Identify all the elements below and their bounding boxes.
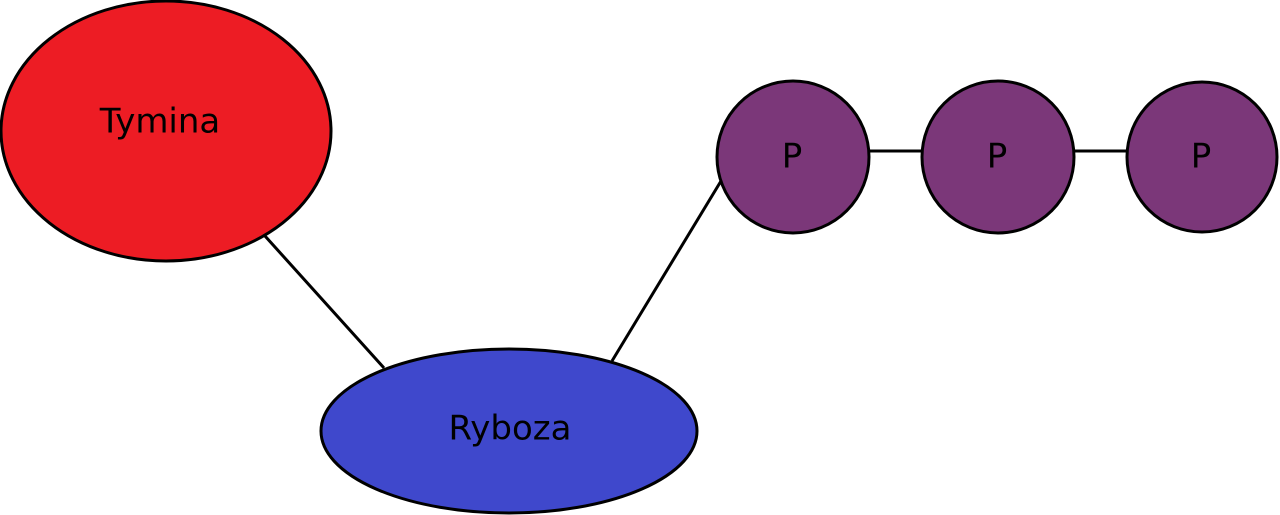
phosphate-node-1 <box>715 79 871 235</box>
phosphate-node-3 <box>1125 80 1279 234</box>
phosphate-label-1: P <box>782 137 803 177</box>
thymine-label: Tymina <box>99 102 221 142</box>
phosphate-node-2 <box>920 79 1076 235</box>
connector-thymine-ribose <box>263 234 386 370</box>
thymine-node <box>0 0 333 263</box>
phosphate-label-2: P <box>987 137 1008 177</box>
connector-ribose-phosphate <box>610 180 723 362</box>
phosphate-label-3: P <box>1191 137 1212 177</box>
ribose-label: Ryboza <box>449 409 572 449</box>
ribose-node <box>319 347 699 515</box>
